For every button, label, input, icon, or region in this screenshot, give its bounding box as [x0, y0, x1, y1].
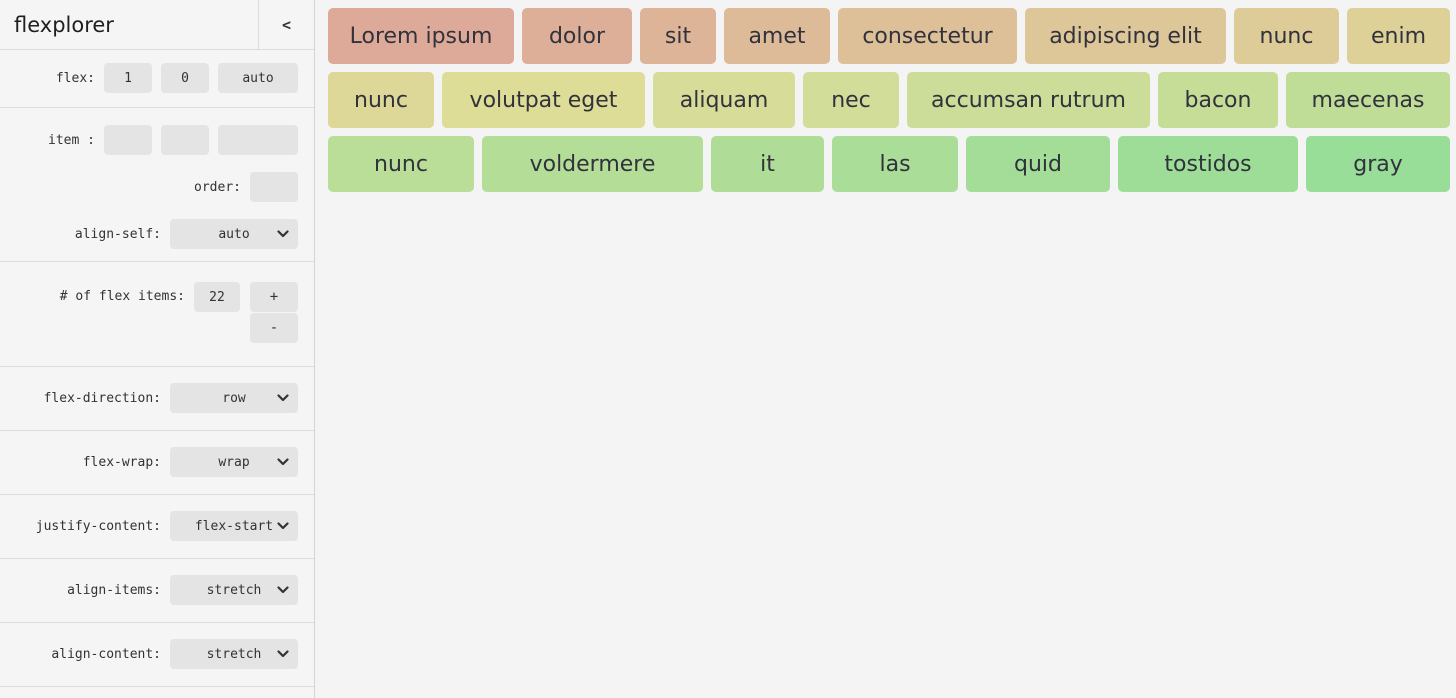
flex-item[interactable]: adipiscing elit	[1025, 8, 1226, 64]
justify-content-section: justify-content: flex-start	[0, 495, 314, 559]
flex-item[interactable]: voldermere	[482, 136, 703, 192]
item-flex-grow-input[interactable]	[104, 125, 152, 155]
flex-label: flex:	[55, 70, 95, 86]
flex-section: flex:	[0, 50, 314, 108]
item-count-input[interactable]	[194, 282, 240, 312]
align-content-select[interactable]: stretch	[170, 639, 298, 669]
app-title: flexplorer	[14, 12, 114, 37]
chevron-down-icon	[277, 650, 289, 658]
item-count-section: # of flex items: + -	[0, 262, 314, 367]
flex-item[interactable]: nunc	[1234, 8, 1339, 64]
flex-item[interactable]: bacon	[1158, 72, 1278, 128]
flex-direction-label: flex-direction:	[43, 390, 161, 406]
align-items-label: align-items:	[67, 582, 161, 598]
flex-wrap-value: wrap	[218, 454, 250, 470]
flex-item[interactable]: dolor	[522, 8, 632, 64]
flex-item[interactable]: volutpat eget	[442, 72, 645, 128]
flex-item[interactable]: consectetur	[838, 8, 1017, 64]
flex-wrap-label: flex-wrap:	[82, 454, 161, 470]
align-content-value: stretch	[206, 646, 262, 662]
item-flex-shrink-input[interactable]	[161, 125, 209, 155]
flex-direction-select[interactable]: row	[170, 383, 298, 413]
align-content-section: align-content: stretch	[0, 623, 314, 687]
item-label: item :	[48, 132, 95, 148]
chevron-down-icon	[277, 522, 289, 530]
align-self-value: auto	[218, 226, 250, 242]
flex-direction-value: row	[222, 390, 246, 406]
align-self-select[interactable]: auto	[170, 219, 298, 249]
flex-item[interactable]: gray	[1306, 136, 1450, 192]
flex-direction-section: flex-direction: row	[0, 367, 314, 431]
order-input[interactable]	[250, 172, 298, 202]
item-section: item : order: align-self: auto	[0, 108, 314, 262]
flex-item[interactable]: amet	[724, 8, 830, 64]
flex-item[interactable]: enim	[1347, 8, 1450, 64]
justify-content-select[interactable]: flex-start	[170, 511, 298, 541]
flex-wrap-select[interactable]: wrap	[170, 447, 298, 477]
flex-item[interactable]: sit	[640, 8, 716, 64]
align-content-label: align-content:	[51, 646, 161, 662]
chevron-left-icon: <	[281, 15, 292, 34]
flex-item[interactable]: nunc	[328, 136, 474, 192]
chevron-down-icon	[277, 394, 289, 402]
flex-basis-input[interactable]	[218, 63, 298, 93]
justify-content-label: justify-content:	[35, 518, 161, 534]
flex-item[interactable]: tostidos	[1118, 136, 1298, 192]
flex-item[interactable]: aliquam	[653, 72, 795, 128]
flex-item[interactable]: it	[711, 136, 824, 192]
chevron-down-icon	[277, 586, 289, 594]
item-flex-basis-input[interactable]	[218, 125, 298, 155]
increment-button[interactable]: +	[250, 282, 298, 312]
item-count-stepper: + -	[250, 282, 298, 343]
flex-wrap-section: flex-wrap: wrap	[0, 431, 314, 495]
flex-item[interactable]: nunc	[328, 72, 434, 128]
flex-item[interactable]: accumsan rutrum	[907, 72, 1150, 128]
flex-grow-input[interactable]	[104, 63, 152, 93]
flex-item[interactable]: quid	[966, 136, 1110, 192]
item-count-label: # of flex items:	[59, 289, 185, 304]
flex-item[interactable]: nec	[803, 72, 899, 128]
sidebar-collapse-button[interactable]: <	[258, 0, 314, 49]
chevron-down-icon	[277, 458, 289, 466]
flex-item[interactable]: las	[832, 136, 958, 192]
decrement-button[interactable]: -	[250, 313, 298, 343]
flex-item[interactable]: Lorem ipsum	[328, 8, 514, 64]
align-self-label: align-self:	[74, 226, 161, 242]
sidebar-header: flexplorer <	[0, 0, 314, 50]
align-items-section: align-items: stretch	[0, 559, 314, 623]
flex-item[interactable]: maecenas	[1286, 72, 1450, 128]
justify-content-value: flex-start	[194, 518, 274, 534]
align-items-select[interactable]: stretch	[170, 575, 298, 605]
order-label: order:	[194, 179, 241, 195]
chevron-down-icon	[277, 230, 289, 238]
sidebar: flexplorer < flex: item : order: align-s…	[0, 0, 315, 698]
flex-shrink-input[interactable]	[161, 63, 209, 93]
align-items-value: stretch	[206, 582, 262, 598]
